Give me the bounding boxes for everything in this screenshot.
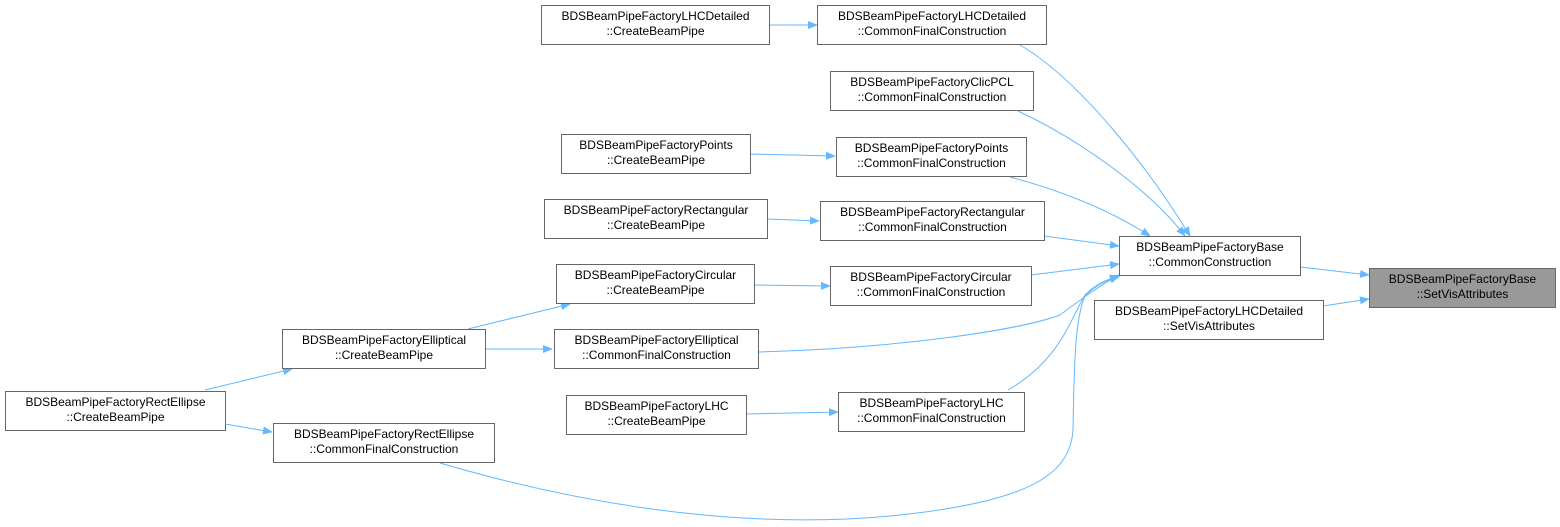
node-line2: ::CreateBeamPipe (606, 153, 706, 167)
node-line1: BDSBeamPipeFactoryLHCDetailed (561, 9, 750, 23)
node-line1: BDSBeamPipeFactoryPoints (579, 138, 733, 152)
edge-n6-n7 (766, 216, 820, 225)
node-line2: ::CreateBeamPipe (606, 24, 705, 38)
node-lhc-createbeampipe[interactable]: BDSBeamPipeFactoryLHC ::CreateBeamPipe (566, 395, 747, 435)
node-line1: BDSBeamPipeFactoryCircular (574, 268, 737, 282)
edge-n15-n13 (204, 367, 293, 391)
node-circular-commonfinalconstruction[interactable]: BDSBeamPipeFactoryCircular ::CommonFinal… (830, 266, 1032, 306)
edge-n14-n8 (758, 274, 1120, 353)
node-line1: BDSBeamPipeFactoryElliptical (301, 333, 467, 347)
node-lhcdetailed-commonfinalconstruction[interactable]: BDSBeamPipeFactoryLHCDetailed ::CommonFi… (817, 5, 1047, 45)
node-line2: ::CommonFinalConstruction (309, 442, 459, 456)
node-line2: ::SetVisAttributes (1163, 319, 1255, 333)
node-line2: ::CreateBeamPipe (607, 414, 706, 428)
node-base-setvisattributes: BDSBeamPipeFactoryBase ::SetVisAttribute… (1369, 268, 1556, 308)
node-line2: ::CommonFinalConstruction (857, 156, 1006, 170)
node-lhc-commonfinalconstruction[interactable]: BDSBeamPipeFactoryLHC ::CommonFinalConst… (838, 392, 1025, 432)
node-rectangular-commonfinalconstruction[interactable]: BDSBeamPipeFactoryRectangular ::CommonFi… (820, 201, 1045, 241)
edge-n11-n12 (753, 281, 831, 290)
node-line1: BDSBeamPipeFactoryElliptical (574, 333, 739, 347)
node-line2: ::CommonFinalConstruction (858, 220, 1007, 234)
node-elliptical-commonfinalconstruction[interactable]: BDSBeamPipeFactoryElliptical ::CommonFin… (554, 329, 759, 369)
node-points-commonfinalconstruction[interactable]: BDSBeamPipeFactoryPoints ::CommonFinalCo… (836, 137, 1027, 177)
node-lhcdetailed-createbeampipe[interactable]: BDSBeamPipeFactoryLHCDetailed ::CreateBe… (541, 5, 770, 45)
node-line1: BDSBeamPipeFactoryBase (1388, 272, 1537, 286)
edge-n17-n8 (1007, 274, 1120, 391)
node-line1: BDSBeamPipeFactoryRectEllipse (25, 395, 206, 409)
node-clicpcl-commonfinalconstruction[interactable]: BDSBeamPipeFactoryClicPCL ::CommonFinalC… (830, 71, 1034, 111)
node-rectellipse-createbeampipe[interactable]: BDSBeamPipeFactoryRectEllipse ::CreateBe… (5, 391, 226, 431)
node-line1: BDSBeamPipeFactoryRectangular (840, 205, 1025, 219)
edge-n7-n8 (1043, 235, 1120, 249)
node-line1: BDSBeamPipeFactoryLHCDetailed (1114, 304, 1304, 318)
edge-n8-n9 (1299, 266, 1370, 278)
node-line2: ::CommonFinalConstruction (582, 348, 731, 362)
node-line2: ::CommonFinalConstruction (857, 411, 1006, 425)
node-line1: BDSBeamPipeFactoryPoints (854, 141, 1009, 155)
node-line2: ::CreateBeamPipe (606, 218, 706, 232)
node-points-createbeampipe[interactable]: BDSBeamPipeFactoryPoints ::CreateBeamPip… (561, 134, 751, 174)
node-line1: BDSBeamPipeFactoryLHC (859, 396, 1004, 410)
edge-n15-n18 (224, 423, 273, 435)
edge-n3-n8 (1017, 110, 1186, 237)
node-line2: ::CommonFinalConstruction (856, 285, 1006, 299)
node-line1: BDSBeamPipeFactoryCircular (850, 270, 1012, 284)
node-line2: ::CreateBeamPipe (606, 283, 705, 297)
node-line2: ::CommonFinalConstruction (857, 90, 1007, 104)
node-elliptical-createbeampipe[interactable]: BDSBeamPipeFactoryElliptical ::CreateBea… (282, 329, 486, 369)
node-line1: BDSBeamPipeFactoryRectEllipse (293, 427, 475, 441)
node-rectellipse-commonfinalconstruction[interactable]: BDSBeamPipeFactoryRectEllipse ::CommonFi… (273, 423, 495, 463)
node-base-commonconstruction[interactable]: BDSBeamPipeFactoryBase ::CommonConstruct… (1119, 236, 1301, 276)
node-circular-createbeampipe[interactable]: BDSBeamPipeFactoryCircular ::CreateBeamP… (556, 264, 755, 304)
edge-n16-n17 (745, 408, 839, 417)
node-line1: BDSBeamPipeFactoryLHC (584, 399, 729, 413)
edge-n18-n8 (439, 274, 1120, 521)
node-line2: ::SetVisAttributes (1416, 287, 1509, 301)
node-line2: ::CommonFinalConstruction (857, 24, 1007, 38)
edge-n12-n8 (1030, 261, 1120, 276)
node-lhcdetailed-setvisattributes[interactable]: BDSBeamPipeFactoryLHCDetailed ::SetVisAt… (1094, 300, 1324, 340)
edge-n10-n9 (1322, 296, 1370, 307)
node-line1: BDSBeamPipeFactoryClicPCL (850, 75, 1014, 89)
edge-n5-n8 (1009, 176, 1151, 237)
node-line1: BDSBeamPipeFactoryLHCDetailed (837, 9, 1027, 23)
node-line2: ::CreateBeamPipe (334, 348, 434, 362)
node-line1: BDSBeamPipeFactoryBase (1136, 240, 1284, 254)
node-line1: BDSBeamPipeFactoryRectangular (563, 203, 749, 217)
node-line2: ::CreateBeamPipe (66, 410, 165, 424)
node-line2: ::CommonConstruction (1148, 255, 1272, 269)
node-rectangular-createbeampipe[interactable]: BDSBeamPipeFactoryRectangular ::CreateBe… (544, 199, 768, 239)
edge-n13-n11 (467, 302, 571, 330)
edge-n4-n5 (749, 151, 836, 160)
edge-n2-n8 (1019, 44, 1191, 237)
